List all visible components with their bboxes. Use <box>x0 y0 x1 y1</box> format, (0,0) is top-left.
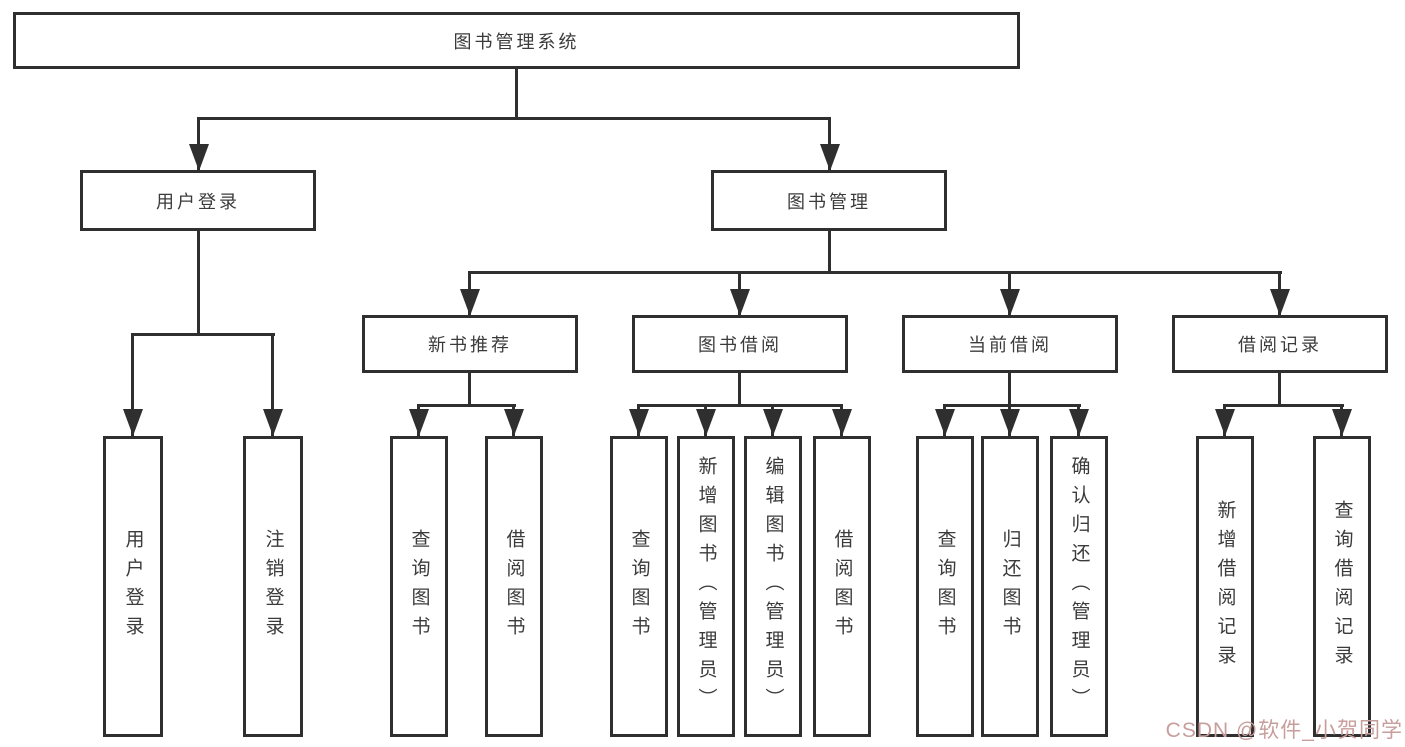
connector-line <box>131 333 134 436</box>
connector-line <box>197 231 200 336</box>
arrow-down-icon <box>1000 289 1020 316</box>
connector-line <box>1008 373 1011 407</box>
node-label: 用户登录 <box>156 191 240 212</box>
node-label: 借阅图书 <box>503 528 525 645</box>
connector-line <box>738 373 741 407</box>
node-current-borrowing: 当前借阅 <box>902 315 1118 373</box>
node-leaf-query-borrow-record: 查询借阅记录 <box>1313 436 1371 737</box>
node-leaf-query-book: 查询图书 <box>610 436 668 737</box>
arrow-down-icon <box>629 409 649 436</box>
arrow-down-icon <box>696 409 716 436</box>
connector-line <box>468 373 471 407</box>
node-label: 图书管理 <box>787 191 871 212</box>
node-label: 查询图书 <box>934 528 956 645</box>
node-label: 注销登录 <box>262 528 284 645</box>
connector-line <box>637 404 843 407</box>
node-leaf-user-login: 用户登录 <box>103 436 163 737</box>
node-label: 图书借阅 <box>698 335 782 355</box>
connector-line <box>515 68 518 120</box>
node-label: 查询借阅记录 <box>1331 499 1353 674</box>
connector-line <box>828 231 831 274</box>
arrow-down-icon <box>1332 409 1352 436</box>
node-borrowing-records: 借阅记录 <box>1172 315 1388 373</box>
node-label: 用户登录 <box>122 528 144 645</box>
node-label: 新增借阅记录 <box>1214 499 1236 674</box>
node-label: 借阅图书 <box>831 528 853 645</box>
arrow-down-icon <box>820 144 840 171</box>
node-leaf-add-borrow-record: 新增借阅记录 <box>1196 436 1254 737</box>
node-leaf-confirm-return-admin: 确认归还（管理员） <box>1050 436 1108 737</box>
connector-line <box>417 404 516 407</box>
node-leaf-add-book-admin: 新增图书（管理员） <box>677 436 735 737</box>
arrow-down-icon <box>1215 409 1235 436</box>
arrow-down-icon <box>263 409 283 436</box>
connector-line <box>197 117 200 170</box>
node-label: 编辑图书（管理员） <box>762 456 784 717</box>
node-label: 新书推荐 <box>428 335 512 355</box>
node-leaf-query-book: 查询图书 <box>916 436 974 737</box>
node-label: 查询图书 <box>628 528 650 645</box>
arrow-down-icon <box>763 409 783 436</box>
node-user-login: 用户登录 <box>80 170 316 231</box>
arrow-down-icon <box>409 409 429 436</box>
node-new-book-recommend: 新书推荐 <box>362 315 578 373</box>
connector-line <box>943 404 1081 407</box>
node-label: 借阅记录 <box>1238 335 1322 355</box>
node-book-management-system: 图书管理系统 <box>13 12 1020 69</box>
node-label: 新增图书（管理员） <box>695 456 717 717</box>
node-book-management: 图书管理 <box>711 170 947 231</box>
node-leaf-borrow-book: 借阅图书 <box>813 436 871 737</box>
connector-line <box>1223 404 1344 407</box>
arrow-down-icon <box>730 289 750 316</box>
arrow-down-icon <box>832 409 852 436</box>
arrow-down-icon <box>504 409 524 436</box>
node-leaf-edit-book-admin: 编辑图书（管理员） <box>744 436 802 737</box>
node-label: 查询图书 <box>408 528 430 645</box>
arrow-down-icon <box>935 409 955 436</box>
csdn-watermark: CSDN @软件_小贺同学 <box>1165 719 1403 742</box>
connector-line <box>828 117 831 170</box>
arrow-down-icon <box>1270 289 1290 316</box>
node-label: 图书管理系统 <box>453 31 580 52</box>
connector-line <box>468 271 1282 274</box>
arrow-down-icon <box>1069 409 1089 436</box>
node-leaf-return-book: 归还图书 <box>981 436 1039 737</box>
node-leaf-borrow-book: 借阅图书 <box>485 436 543 737</box>
arrow-down-icon <box>1000 409 1020 436</box>
node-leaf-query-book: 查询图书 <box>390 436 448 737</box>
connector-line <box>1278 373 1281 407</box>
connector-line <box>271 333 274 436</box>
arrow-down-icon <box>189 144 209 171</box>
connector-line <box>197 117 831 120</box>
arrow-down-icon <box>123 409 143 436</box>
node-label: 当前借阅 <box>968 335 1052 355</box>
arrow-down-icon <box>460 289 480 316</box>
node-leaf-logout: 注销登录 <box>243 436 303 737</box>
connector-line <box>131 333 275 336</box>
node-label: 确认归还（管理员） <box>1068 456 1090 717</box>
node-book-borrowing: 图书借阅 <box>632 315 848 373</box>
node-label: 归还图书 <box>999 528 1021 645</box>
